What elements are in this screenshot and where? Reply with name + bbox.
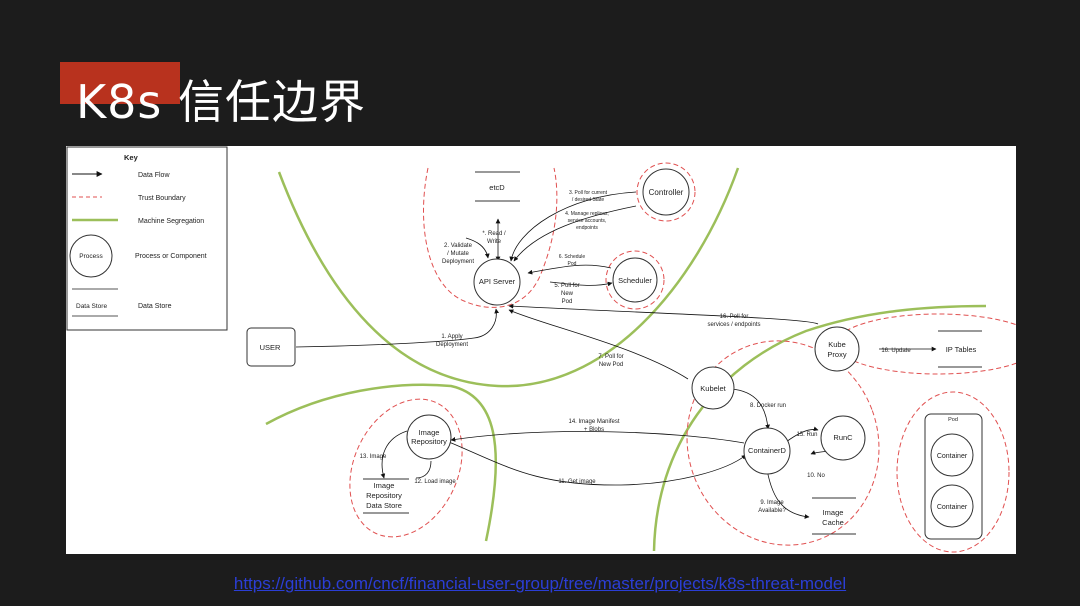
legend-process: Process or Component <box>135 253 207 260</box>
flow-manage-replicas-1: 4. Manage replicas, <box>565 211 609 217</box>
legend: Key Data Flow Trust Boundary Machine Seg… <box>66 146 228 331</box>
flow-apply-deployment-2: Deployment <box>436 342 468 348</box>
flow-image-manifest-1: 14. Image Manifest <box>568 419 619 425</box>
scheduler-node <box>612 257 658 303</box>
flow-image: 13. Image <box>360 454 387 460</box>
image-cache-label-1: Image <box>823 508 844 517</box>
flow-read-write-2: Write <box>487 239 502 245</box>
etcd-label: etcD <box>489 183 505 192</box>
kubelet-node <box>691 366 735 410</box>
flow-update: 16. Update <box>881 348 911 354</box>
flow-poll-new-pod-sched-3: Pod <box>562 299 573 305</box>
flow-image-available-1: 9. Image <box>760 500 784 506</box>
legend-trust-boundary: Trust Boundary <box>138 195 186 202</box>
process-nodes <box>406 168 974 528</box>
flow-image-manifest-2: + Blobs <box>584 427 604 433</box>
containerd-node <box>743 427 791 475</box>
flow-read-write-1: *. Read / <box>482 231 506 237</box>
containerd-label: ContainerD <box>748 446 787 455</box>
api-server-label: API Server <box>479 277 516 286</box>
data-stores <box>363 171 982 535</box>
flow-poll-services-1: 16. Poll for <box>720 314 749 320</box>
runc-label: RunC <box>833 433 853 442</box>
flow-validate-1: 2. Validate <box>444 243 473 249</box>
data-flows <box>295 191 937 519</box>
kube-proxy-label-1: Kube <box>828 340 846 349</box>
image-repository-store-label-1: Image <box>374 481 395 490</box>
page-title: K8s 信任边界 <box>76 75 367 129</box>
legend-data-store: Data Store <box>138 303 172 310</box>
kube-proxy-label-2: Proxy <box>827 350 846 359</box>
flow-get-image: 11. Get image <box>558 479 596 485</box>
container-1-label: Container <box>937 453 968 460</box>
flow-poll-new-pod-kubelet-2: New Pod <box>599 362 623 368</box>
flow-poll-new-pod-kubelet-1: 7. Poll for <box>598 354 623 360</box>
flow-validate-3: Deployment <box>442 259 474 265</box>
flow-schedule-pod-1: 6. Schedule <box>559 254 586 260</box>
flow-poll-current-1: 3. Poll for current <box>569 190 608 196</box>
pod-label: Pod <box>948 417 958 423</box>
container-2-label: Container <box>937 504 968 511</box>
flow-docker-run: 8. Docker run <box>750 403 786 409</box>
controller-node <box>642 168 690 216</box>
flow-schedule-pod-2: Pod <box>568 261 577 267</box>
api-server-node <box>473 258 521 306</box>
legend-data-store-symbol: Data Store <box>76 303 107 310</box>
legend-process-symbol: Process <box>79 253 103 260</box>
trust-boundaries <box>349 162 1016 553</box>
flow-run: 15. Run <box>796 432 817 438</box>
kube-proxy-node <box>814 326 860 372</box>
scheduler-label: Scheduler <box>618 276 652 285</box>
image-cache-label-2: Cache <box>822 518 844 527</box>
ip-tables-label: IP Tables <box>946 345 977 354</box>
flow-manage-replicas-3: endpoints <box>576 225 598 231</box>
flow-validate-2: / Mutate <box>447 251 469 257</box>
flow-poll-services-2: services / endpoints <box>707 322 760 328</box>
container-2-node <box>930 484 974 528</box>
flow-poll-new-pod-sched-1: 5. Poll for <box>554 283 579 289</box>
flow-apply-deployment-1: 1. Apply <box>441 334 462 340</box>
title-accent-bar <box>60 62 180 104</box>
controller-label: Controller <box>649 188 684 197</box>
runc-node <box>820 415 866 461</box>
legend-data-flow: Data Flow <box>138 172 170 179</box>
flow-poll-new-pod-sched-2: New <box>561 291 574 297</box>
legend-heading: Key <box>124 153 139 162</box>
flow-manage-replicas-2: service accounts, <box>568 218 607 224</box>
image-repository-store-label-2: Repository <box>366 491 402 500</box>
user-label: USER <box>260 343 281 352</box>
image-repository-label-2: Repository <box>411 437 447 446</box>
image-repository-node <box>406 414 452 460</box>
source-link[interactable]: https://github.com/cncf/financial-user-g… <box>233 574 847 593</box>
machine-segregation-lines <box>265 167 987 552</box>
user-box <box>246 327 296 367</box>
pod-box <box>924 413 983 540</box>
flow-image-available-2: Available? <box>758 508 786 514</box>
image-repository-label-1: Image <box>419 428 440 437</box>
threat-model-diagram: Key Data Flow Trust Boundary Machine Seg… <box>66 146 1016 554</box>
flow-no: 10. No <box>807 473 825 479</box>
flow-load-image: 12. Load image <box>414 479 456 485</box>
image-repository-store-label-3: Data Store <box>366 501 402 510</box>
legend-machine-segregation: Machine Segregation <box>138 218 204 225</box>
flow-poll-current-2: / desired State <box>572 197 604 203</box>
container-1-node <box>930 433 974 477</box>
kubelet-label: Kubelet <box>700 384 726 393</box>
